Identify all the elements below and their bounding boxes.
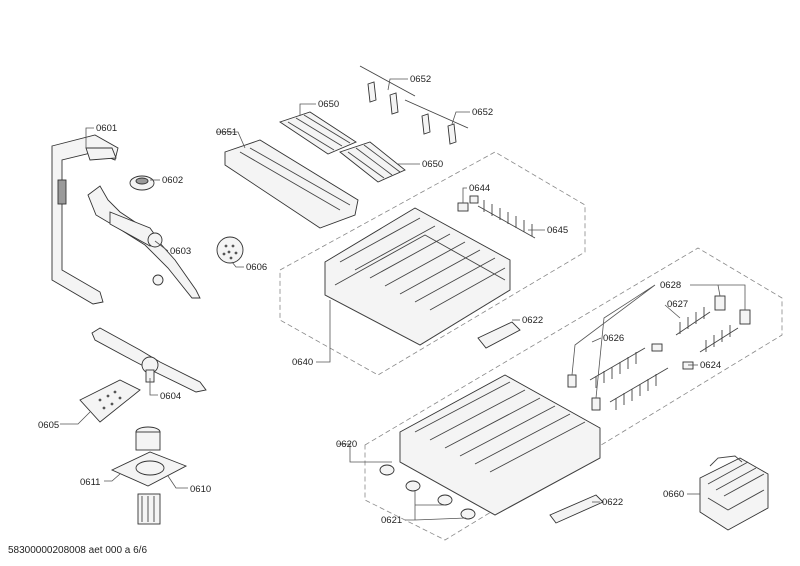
filter-assembly-part [110,426,188,525]
lower-basket-part [399,374,601,516]
upper-rack-group-outline [279,151,586,376]
upper-basket-part [324,207,511,346]
lower-spray-arm-part [91,327,207,393]
filter-disc-part [216,236,244,264]
callout-0602: 0602 [162,175,183,186]
callout-0621: 0621 [381,515,402,526]
tine-rack-part-0626 [589,347,669,410]
callout-0620: 0620 [336,439,357,450]
cutlery-basket-part [699,455,769,531]
callout-0624: 0624 [700,360,721,371]
leader-lines [60,78,746,521]
callout-0622-a: 0622 [522,315,543,326]
callout-0644: 0644 [469,183,490,194]
callout-0652-b: 0652 [472,107,493,118]
handle-part-upper [477,321,521,349]
cup-shelf-part-a [359,65,416,115]
callout-0601: 0601 [96,123,117,134]
callout-0627: 0627 [667,299,688,310]
rail-clip-part [457,195,479,212]
supply-pipe-part [51,134,119,305]
callout-0640: 0640 [292,357,313,368]
callout-0606: 0606 [246,262,267,273]
tray-insert-part-b [339,141,406,183]
handle-part-lower [549,494,604,524]
callout-0652-a: 0652 [410,74,431,85]
callout-0603: 0603 [170,246,191,257]
callout-0610: 0610 [190,484,211,495]
cup-shelf-part-b [404,99,469,145]
callout-0622-b: 0622 [602,497,623,508]
tine-row-part [477,200,536,239]
callout-0626: 0626 [603,333,624,344]
callout-0650-b: 0650 [422,159,443,170]
document-reference: 58300000208008 aet 000 a 6/6 [8,545,148,556]
callout-0605: 0605 [38,420,59,431]
tray-insert-part-a [278,111,357,155]
cutlery-tray-part [224,139,359,229]
clip-parts-0624 [651,343,694,370]
nut-part-0602 [129,175,155,191]
callout-0604: 0604 [160,391,181,402]
callout-0651: 0651 [216,127,237,138]
callout-0650-a: 0650 [318,99,339,110]
strainer-part-0605 [79,379,141,423]
clip-parts-0628 [567,295,751,411]
callout-0660: 0660 [663,489,684,500]
wheel-parts [379,464,476,520]
lower-rack-group-outline [364,247,783,541]
upper-spray-arm-part [87,185,201,299]
callout-0628: 0628 [660,280,681,291]
tine-rack-part-0627 [675,307,739,353]
callout-0645: 0645 [547,225,568,236]
callout-0611: 0611 [80,477,100,488]
